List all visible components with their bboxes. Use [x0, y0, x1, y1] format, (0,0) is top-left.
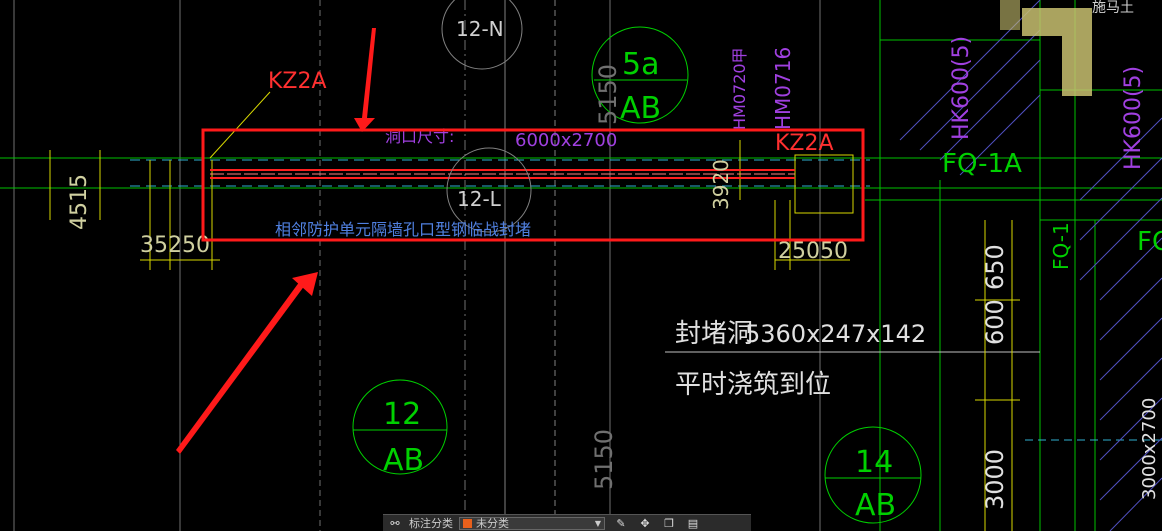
hk600-right-label: HK600(5) — [1121, 66, 1146, 170]
steel-beam — [210, 169, 795, 179]
annotation-arrow-diagonal — [176, 272, 318, 454]
hk600-left-label: HK600(5) — [949, 36, 974, 140]
seal-label: 封堵洞 — [675, 319, 753, 349]
yellow-dims — [49, 140, 1020, 531]
steel-plug-note: 相邻防护单元隔墙孔口型钢临战封堵 — [275, 220, 531, 239]
fq-1-label: FQ-1 — [1049, 222, 1073, 270]
column-block — [1000, 0, 1092, 96]
seal-size: 5360x247x142 — [745, 320, 926, 348]
dim-3000: 3000 — [981, 449, 1009, 510]
dim-4515: 4515 — [67, 174, 92, 230]
chevron-down-icon: ▼ — [594, 518, 601, 528]
kz2a-label-right: KZ2A — [775, 131, 834, 156]
corner-text: 施马土 — [1092, 0, 1134, 16]
category-color-swatch — [463, 518, 472, 528]
dim-600: 600 — [981, 299, 1009, 345]
axis-label-12l: 12-L — [457, 187, 502, 211]
layers-icon[interactable]: ⚯ — [390, 516, 400, 530]
kz2a-leader — [209, 91, 271, 159]
edit-icon[interactable]: ✎ — [616, 516, 626, 530]
bubble-5a-bottom: AB — [620, 91, 661, 126]
bubble-14-top: 14 — [855, 445, 893, 480]
save-icon[interactable]: ▤ — [687, 516, 699, 530]
bubble-14-bottom: AB — [855, 488, 896, 523]
axis-label-12n: 12-N — [456, 17, 504, 41]
copy-icon[interactable]: ❐ — [664, 516, 674, 530]
hm0720-label: HM0720甲 — [730, 47, 749, 130]
hm0716-label: HM0716 — [771, 47, 795, 130]
move-icon[interactable]: ✥ — [640, 516, 650, 530]
fq-right-label: FQ — [1137, 227, 1162, 257]
category-select-value: 未分类 — [476, 517, 509, 530]
dim-5150-top: 5150 — [594, 64, 622, 125]
kz2a-label-left: KZ2A — [268, 69, 327, 94]
dim-25050: 25050 — [778, 239, 848, 264]
dim-650: 650 — [981, 244, 1009, 290]
category-select[interactable]: 未分类 ▼ — [459, 516, 605, 530]
pour-note: 平时浇筑到位 — [675, 370, 831, 400]
dim-35250: 35250 — [140, 233, 210, 258]
opening-size-label: 洞口尺寸: — [385, 127, 454, 146]
highlight-box — [201, 128, 865, 242]
bubble-5a-top: 5a — [622, 47, 659, 82]
dim-3000x2700: 3000x2700 — [1139, 398, 1160, 500]
opening-size-value: 6000x2700 — [515, 130, 617, 151]
bubble-12-bottom: AB — [383, 443, 424, 478]
toolbar-label: 标注分类 — [409, 517, 453, 530]
axis-bubbles — [352, 0, 922, 524]
annotation-toolbar: ⚯ 标注分类 未分类 ▼ ✎ ✥ ❐ ▤ — [383, 514, 751, 531]
fq-1a-label: FQ-1A — [942, 149, 1022, 179]
dim-3920: 3920 — [709, 159, 733, 210]
bubble-12-top: 12 — [383, 397, 421, 432]
dim-5150-bottom: 5150 — [590, 429, 618, 490]
annotation-arrow-down — [354, 28, 376, 132]
